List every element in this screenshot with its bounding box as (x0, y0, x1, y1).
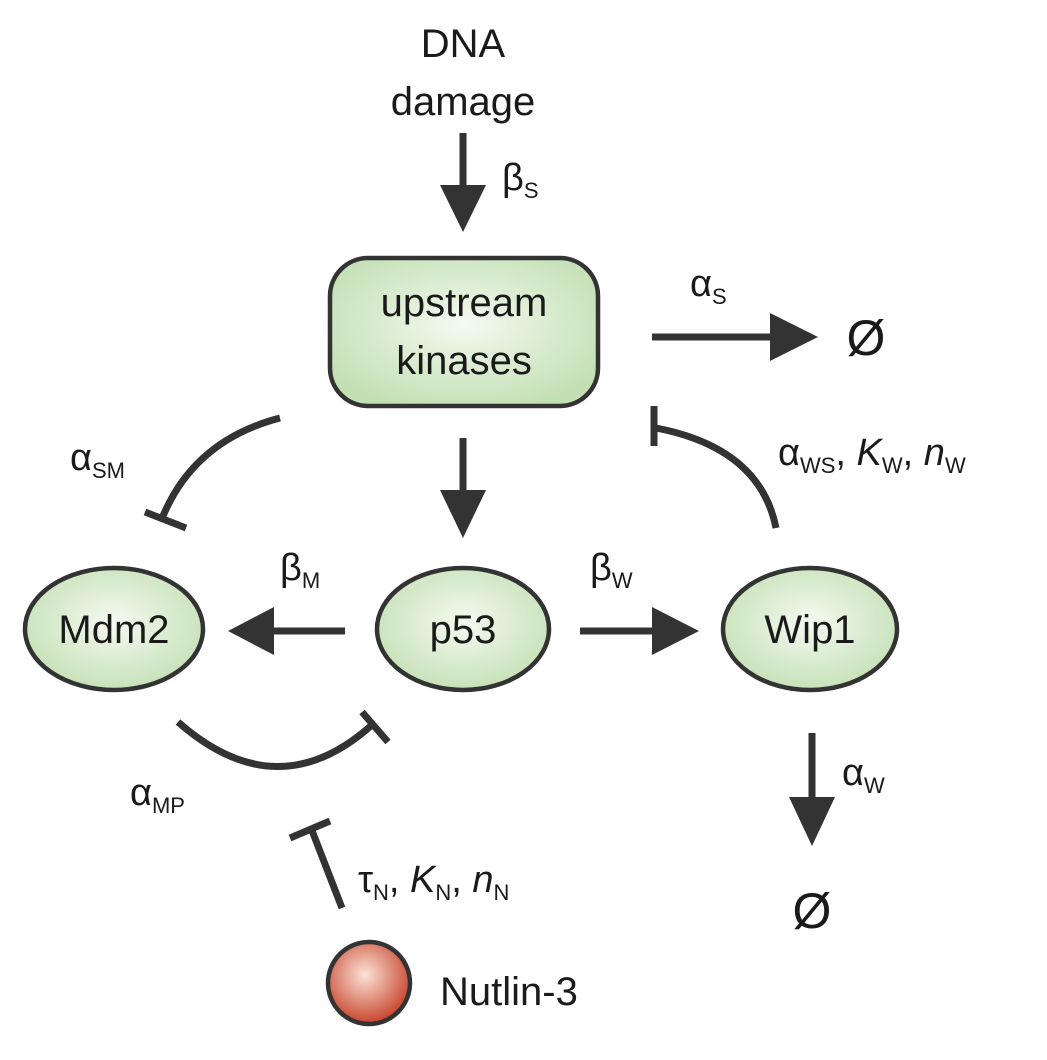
p53-label: p53 (430, 608, 497, 652)
param-alpha-ws-kw-nw: αWS, KW, nW (778, 432, 966, 478)
node-mdm2: Mdm2 (22, 565, 206, 693)
node-upstream-kinases: upstream kinases (327, 255, 601, 409)
arrow-dna-to-kinases (440, 133, 486, 232)
inhibition-nutlin (288, 817, 346, 910)
arrow-kinases-degradation (652, 313, 818, 361)
param-alpha-mp: αMP (130, 772, 185, 818)
arrow-p53-to-wip1 (580, 607, 699, 655)
null-symbol-wip1: Ø (793, 883, 832, 939)
upstream-kinases-label-line2: kinases (396, 339, 532, 383)
null-symbol-kinases: Ø (847, 310, 886, 366)
inhibition-wip1-to-kinases (650, 406, 780, 529)
inhibition-mdm2-to-p53 (175, 709, 391, 770)
upstream-kinases-label-line1: upstream (381, 281, 548, 325)
arrow-kinases-to-p53 (440, 438, 486, 538)
node-p53: p53 (374, 565, 552, 693)
wip1-label: Wip1 (764, 608, 855, 652)
param-alpha-w: αW (842, 752, 885, 798)
param-beta-m: βM (280, 547, 320, 593)
param-beta-w: βW (590, 547, 633, 593)
dna-damage-label-line1: DNA (421, 22, 506, 66)
inhibition-kinases-to-mdm2 (143, 414, 281, 532)
arrow-p53-to-mdm2 (228, 607, 345, 655)
dna-damage-label-line2: damage (391, 80, 536, 124)
param-alpha-s: αS (690, 263, 727, 309)
nutlin-3-label: Nutlin-3 (440, 970, 578, 1014)
param-alpha-sm: αSM (70, 437, 125, 483)
param-tau-n-kn-nn: τN, KN, nN (358, 859, 509, 905)
arrow-wip1-degradation (789, 733, 835, 846)
mdm2-label: Mdm2 (58, 608, 169, 652)
node-wip1: Wip1 (720, 565, 900, 693)
param-beta-s: βS (502, 157, 539, 203)
node-nutlin-3 (325, 939, 413, 1027)
